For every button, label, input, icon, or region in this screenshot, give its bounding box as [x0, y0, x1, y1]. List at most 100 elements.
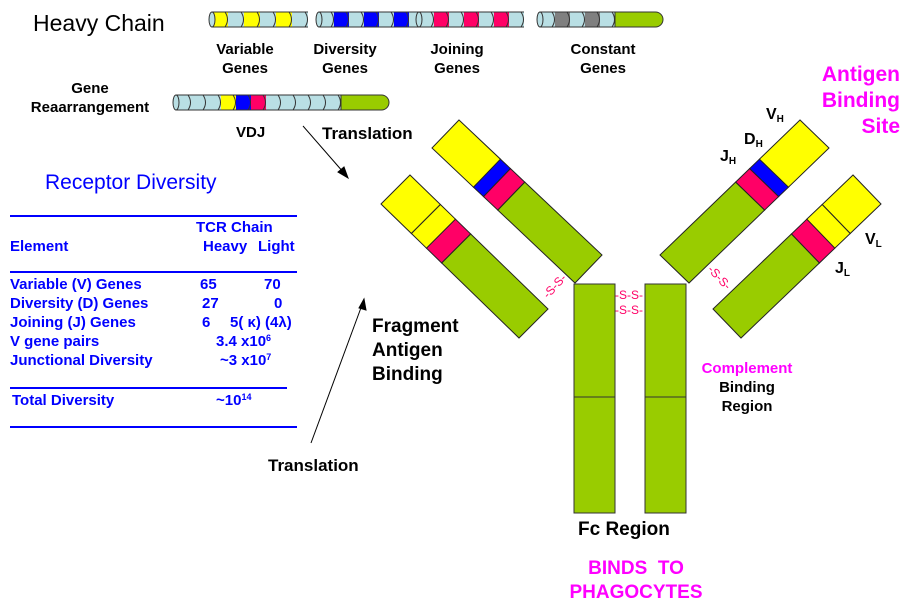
segment-divider: [445, 11, 449, 28]
element-header: Element: [10, 238, 69, 255]
segment-divider: [247, 94, 251, 111]
right-heavy-chain-arm: [659, 119, 830, 284]
translation-arrows: [302, 125, 367, 444]
vl-label: VL: [865, 231, 882, 250]
left-light-chain-arm: [380, 174, 549, 339]
segment-divider: [345, 11, 349, 28]
light-header: Light: [258, 238, 295, 255]
vh-label: VH: [766, 106, 784, 125]
gene-segment: [260, 12, 276, 27]
bar-cap: [536, 11, 544, 28]
segment-divider: [322, 94, 326, 111]
left-stem-upper: [573, 283, 616, 398]
segment-divider: [202, 94, 206, 111]
variable-genes-label: Variable Genes: [205, 40, 285, 78]
label-line: Variable: [216, 41, 274, 58]
segment-divider: [460, 11, 464, 28]
receptor-diversity-title: Receptor Diversity: [45, 171, 217, 194]
segment-divider: [277, 94, 281, 111]
value-base: 3.4 x10: [216, 333, 267, 350]
dh-label: DH: [744, 131, 763, 150]
constant-gene-bar: [536, 11, 664, 28]
constant-region: [659, 181, 766, 284]
segment-divider: [307, 94, 311, 111]
fc-stems: [573, 283, 687, 514]
row-value: ~1014: [216, 392, 251, 409]
label-line: Diversity: [313, 41, 377, 58]
gene-segment: [266, 95, 281, 110]
label-line: Region: [721, 398, 773, 415]
segment-divider: [596, 11, 600, 28]
ss-bond-right-arm: -S-S-: [705, 262, 734, 292]
gene-segment: [244, 12, 260, 27]
segment-divider: [187, 94, 191, 111]
antibody-arms: [380, 119, 882, 339]
table-rule-top: [10, 215, 297, 217]
label-line: Binding: [821, 89, 900, 112]
heavy-chain-title: Heavy Chain: [33, 10, 165, 36]
segment-divider: [475, 11, 479, 28]
gene-segment: [509, 12, 524, 27]
gene-segment: [394, 12, 409, 27]
label-sub: H: [776, 114, 784, 125]
label-line: Genes: [322, 60, 368, 77]
row-element: V gene pairs: [10, 333, 100, 350]
rearranged-gene-bar: [172, 94, 390, 111]
label-line: Gene: [71, 80, 109, 97]
gene-segment: [434, 12, 449, 27]
left-heavy-chain-arm: [431, 119, 603, 284]
jl-label: JL: [835, 260, 851, 279]
right-stem-upper: [644, 283, 687, 398]
segment-divider: [256, 11, 260, 28]
gene-segment: [319, 12, 334, 27]
segment-divider: [292, 94, 296, 111]
translation-label-bottom: Translation: [268, 456, 359, 475]
row-heavy: 6: [202, 314, 211, 331]
right-stem-lower: [644, 396, 687, 514]
label-line: Genes: [580, 60, 626, 77]
label-sub: L: [875, 239, 882, 250]
bar-cap: [208, 11, 216, 28]
row-element: Variable (V) Genes: [10, 276, 142, 293]
gene-segment: [449, 12, 464, 27]
value-base: ~3 x10: [220, 352, 267, 369]
ss-bond: -S-S-: [615, 303, 643, 317]
value-base: ~10: [216, 392, 242, 409]
row-light: 0: [274, 295, 283, 312]
segment-divider: [288, 11, 292, 28]
label-main: V: [865, 231, 876, 248]
tcr-chain-header: TCR Chain: [196, 219, 273, 236]
label-sub: L: [843, 268, 851, 279]
constant-region: [440, 233, 549, 339]
row-element: Joining (J) Genes: [10, 314, 136, 331]
row-heavy: 27: [202, 295, 219, 312]
segment-divider: [490, 11, 494, 28]
row-value: ~3 x107: [220, 352, 271, 369]
arrowhead-top: [337, 166, 349, 180]
segment-divider: [360, 11, 364, 28]
fab-label: Fragment Antigen Binding: [372, 315, 459, 387]
left-stem-lower: [573, 396, 616, 514]
row-element: Diversity (D) Genes: [10, 295, 149, 312]
table-rule-total: [10, 387, 287, 389]
gene-segment: [251, 95, 266, 110]
segment-divider: [505, 11, 509, 28]
gene-segment: [292, 12, 308, 27]
gene-segment: [340, 94, 390, 111]
segment-divider: [566, 11, 570, 28]
label-line: Joining: [430, 41, 484, 58]
gene-bars: [172, 11, 664, 111]
label-line: Antigen: [821, 63, 900, 86]
translation-arrow-top: [302, 125, 345, 174]
jh-label: JH: [720, 148, 737, 167]
gene-segment: [296, 95, 311, 110]
bar-cap: [172, 94, 180, 111]
segment-divider: [581, 11, 585, 28]
label-line: Site: [861, 115, 900, 138]
gene-segment: [228, 12, 244, 27]
gene-segment: [419, 12, 434, 27]
gene-segment: [379, 12, 394, 27]
label-sub: H: [728, 156, 737, 167]
label-line: Binding: [719, 379, 775, 396]
segment-divider: [224, 11, 228, 28]
